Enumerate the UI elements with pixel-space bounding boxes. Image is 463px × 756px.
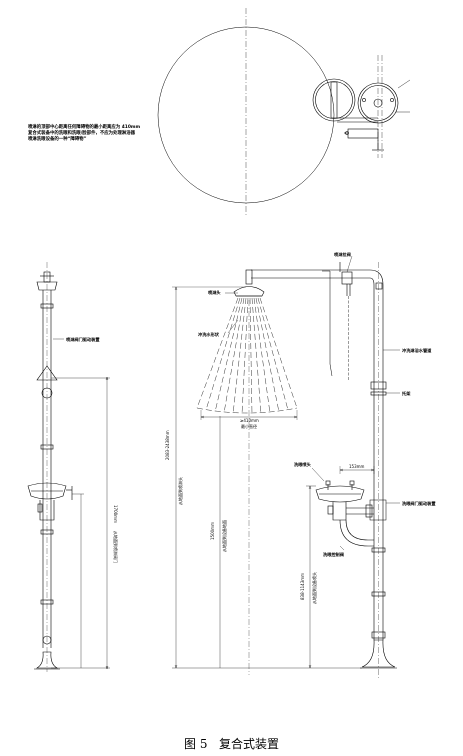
label-h-mid: 2083-2438mm — [165, 430, 170, 460]
side-pull-handle — [36, 365, 58, 381]
label-eye-valve: 洗眼阀门驱动装置 — [402, 500, 436, 507]
figure-caption: 图 5 复合式装置 — [0, 735, 463, 752]
spray-pattern — [196, 297, 298, 415]
front-shower-head — [233, 286, 265, 297]
clearance-note: 喷淋的顶部中心距离任何障碍物的最小距离应为 410mm 复合式装备中的洗眼和洗眼… — [28, 125, 156, 144]
label-spray-valve: 喷淋阀门驱动装置 — [66, 336, 100, 343]
front-view — [172, 255, 400, 680]
label-eye-ctrl: 洗眼控制阀 — [323, 551, 344, 558]
label-dim-153: 153mm — [349, 464, 365, 469]
labels: 喷淋阀门驱动装置 喷淋拉阀 喷淋头 冲洗水形状 冲洗淋浴水管道 托架 洗眼喷头 … — [66, 251, 436, 604]
label-spray-pattern: 冲洗水形状 — [198, 331, 220, 338]
note-line-3: 喷淋洗眼设备的一种“障碍物” — [28, 137, 87, 143]
front-base — [361, 639, 396, 668]
front-eyewash-bowl — [315, 485, 365, 503]
label-min-dia: 最小直径 — [241, 423, 257, 429]
label-pipe: 冲洗淋浴水管道 — [402, 347, 432, 354]
label-dim-410: ≥410mm — [240, 418, 259, 423]
figure-number: 图 5 — [184, 737, 208, 751]
figure-title: 复合式装置 — [218, 737, 279, 751]
label-h-left-sub: 从地面到喷淋阀门 — [113, 531, 119, 563]
label-h-ground: 从地面到设备地面 — [221, 520, 227, 552]
plan-arm — [330, 81, 338, 119]
note-line-2: 复合式装备中的洗眼和洗眼/脸部件，不应为处理淋浴器 — [28, 131, 135, 137]
label-h-1500: 1500mm — [210, 522, 215, 540]
note-line-1: 喷淋的顶部中心距离任何障碍物的最小距离应为 410mm — [28, 125, 141, 130]
side-view — [27, 262, 110, 672]
label-support: 托架 — [402, 390, 411, 397]
side-eyewash-bowl — [27, 482, 67, 500]
label-eye-head: 洗眼喷头 — [294, 461, 312, 468]
label-h-eye-sub: 从地面到设备喷头 — [311, 572, 317, 604]
plan-view — [157, 8, 411, 215]
label-shower-head: 喷淋头 — [208, 289, 221, 296]
side-shower-head — [36, 281, 58, 291]
plan-shower-head — [312, 78, 356, 122]
label-h-mid-sub: 从地面到喷淋头 — [177, 477, 183, 505]
label-h-left: 1700mm — [113, 505, 118, 523]
label-shower-pull: 喷淋拉阀 — [334, 251, 351, 258]
label-h-eye: 838-1143mm — [300, 573, 305, 600]
